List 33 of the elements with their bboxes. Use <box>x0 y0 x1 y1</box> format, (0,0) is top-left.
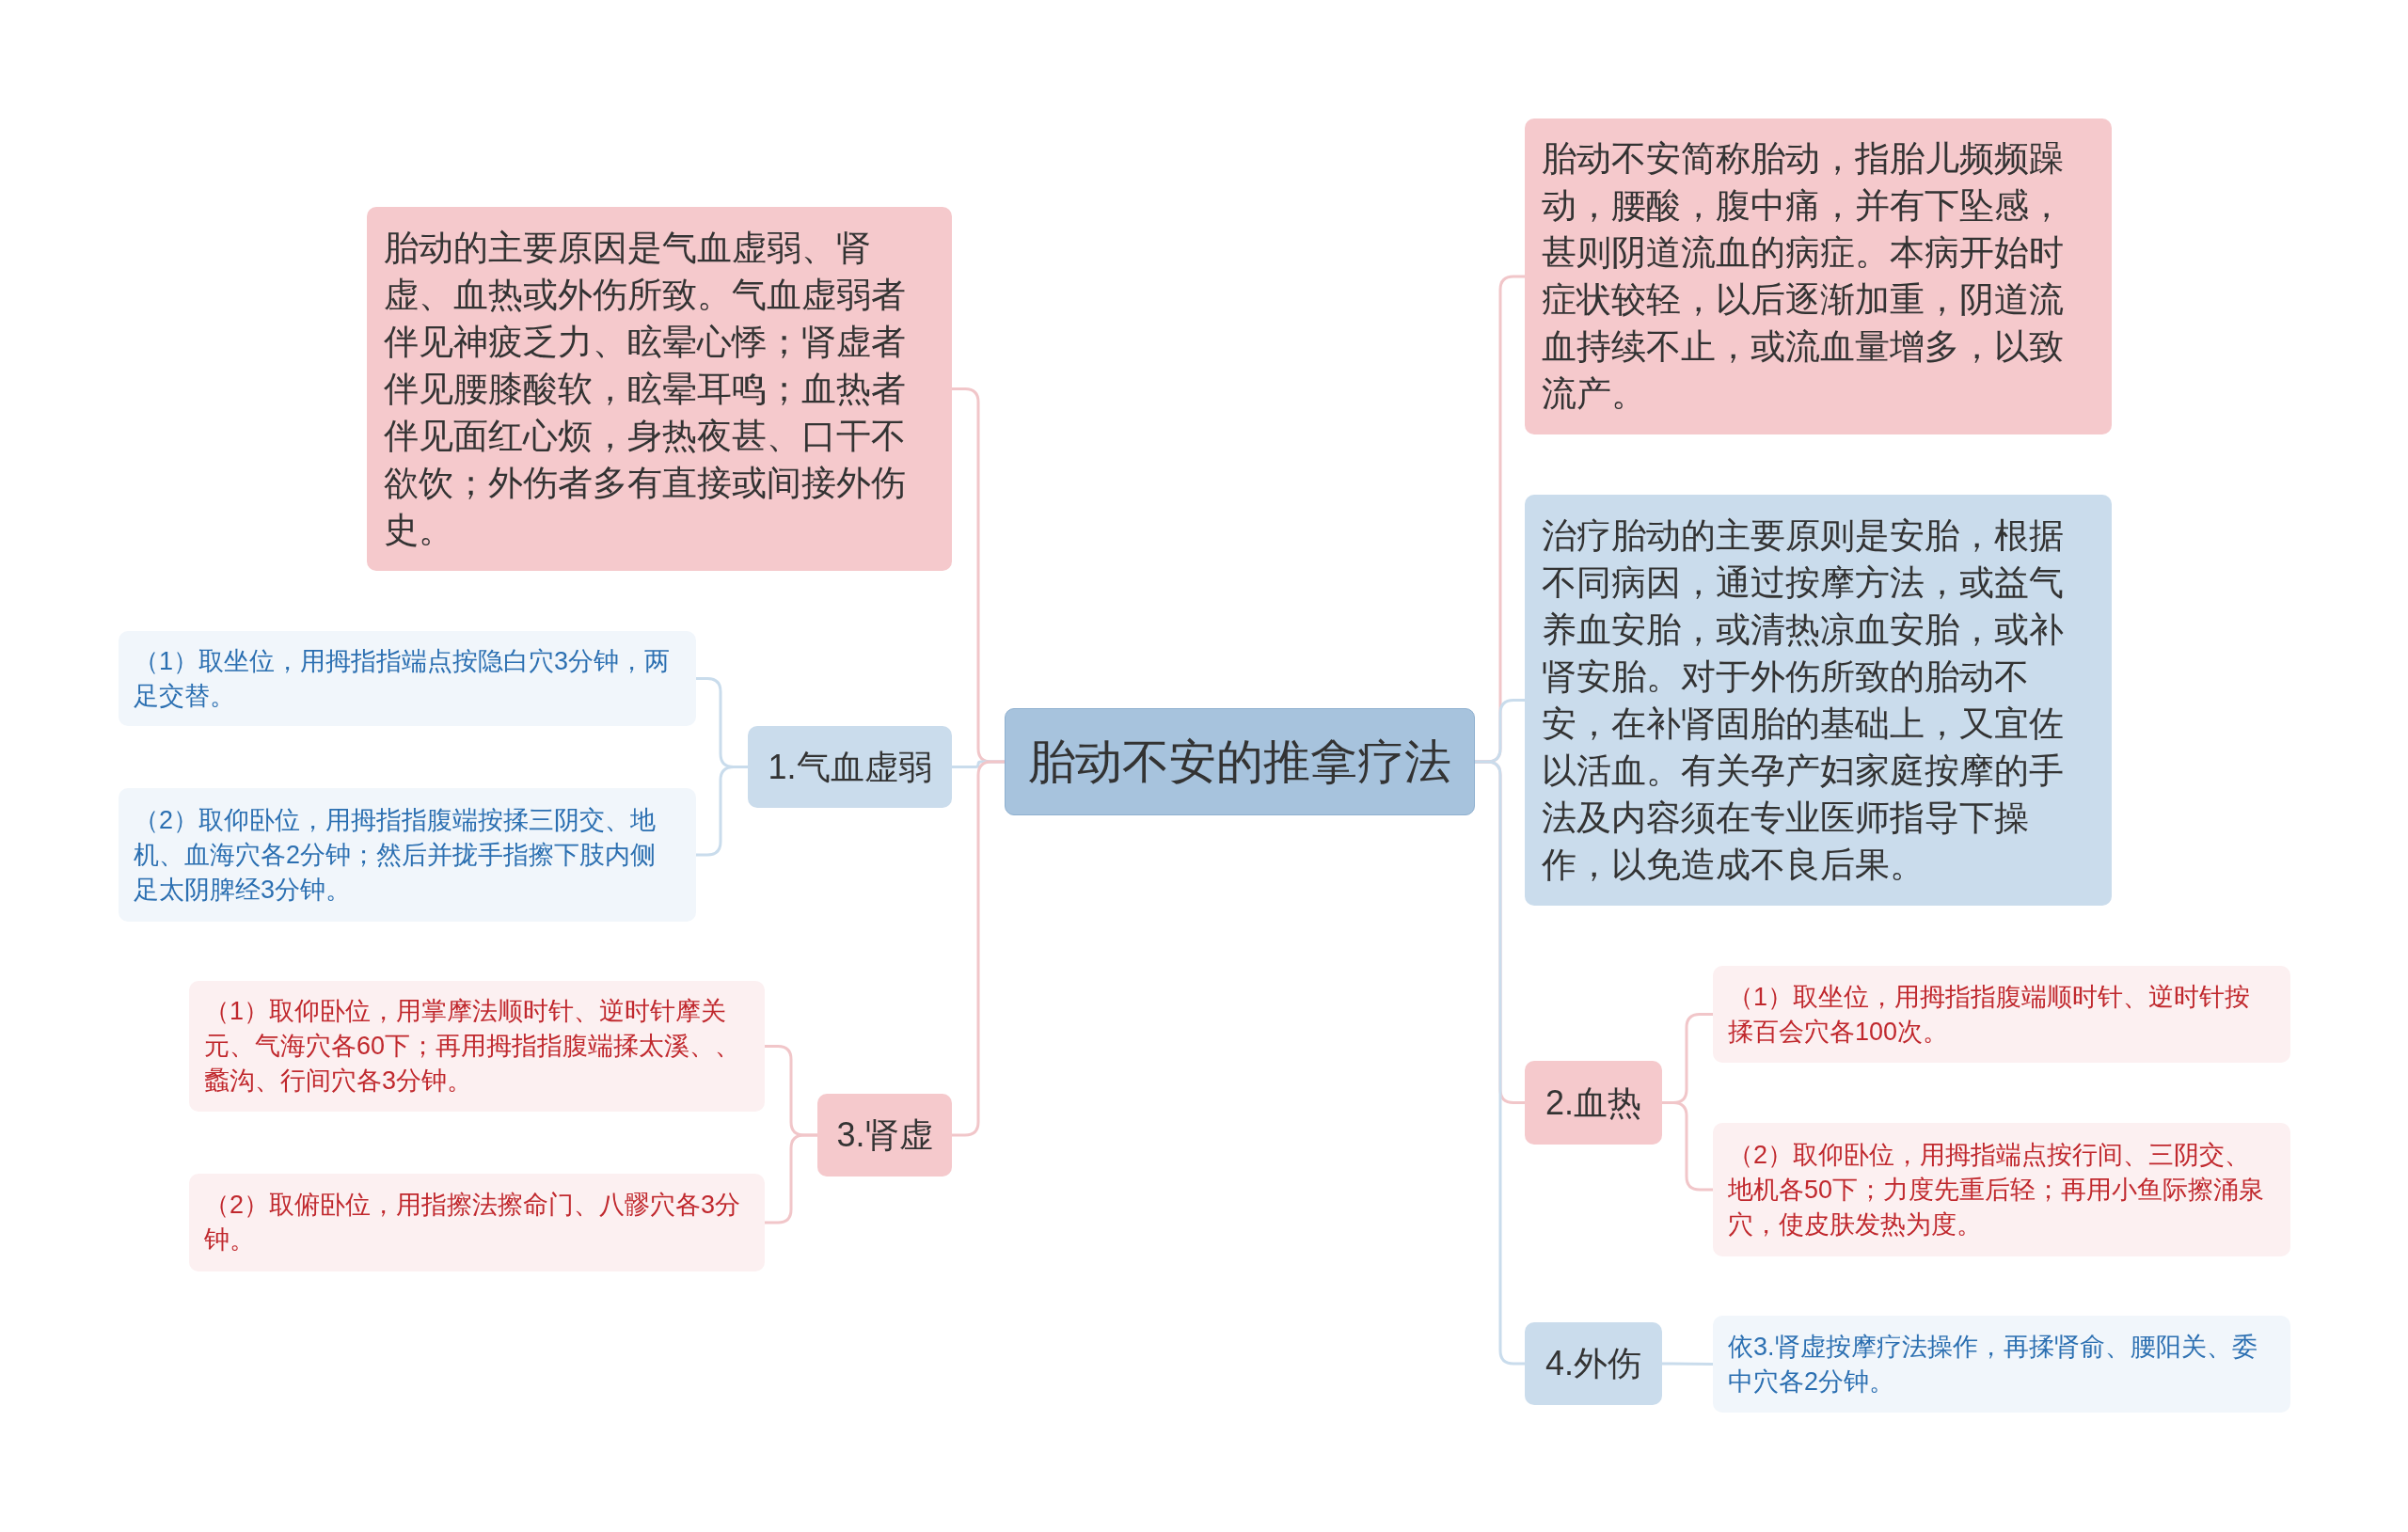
connector-line <box>696 766 748 857</box>
node-text: （2）取仰卧位，用拇指端点按行间、三阴交、地机各50下；力度先重后轻；再用小鱼际擦涌泉穴，使皮肤发热为度。 <box>1728 1139 2266 1240</box>
node-text: 2.血热 <box>1545 1082 1641 1124</box>
node-text: （2）取俯卧位，用指擦法擦命门、八髎穴各3分钟。 <box>204 1190 742 1256</box>
node-text: 3.肾虚 <box>836 1114 933 1156</box>
node-text: （1）取坐位，用拇指指腹端顺时针、逆时针按揉百会穴各100次。 <box>1728 981 2252 1048</box>
topic-box <box>1525 1322 1662 1405</box>
node-text: 1.气血虚弱 <box>768 746 932 788</box>
node-text: 治疗胎动的主要原则是安胎，根据不同病因，通过按摩方法，或益气养血安胎，或清热凉血安胎，或补肾安胎。对于外伤所致的胎动不安，在补肾固胎的基础上，又宜佐以活血。有关孕产妇家庭按摩的手法及内容须在专业医师指导下操作，以免造成不良后果。 <box>1542 514 2065 886</box>
detail-box <box>189 1174 765 1271</box>
topic-box <box>367 207 952 571</box>
topic-box <box>748 726 952 808</box>
detail-box <box>1713 966 2290 1063</box>
topic-box <box>1525 118 2112 434</box>
topic-box <box>1525 495 2112 906</box>
connector-line <box>1475 760 1525 1366</box>
topic-box <box>817 1094 952 1177</box>
node-text: 胎动的主要原因是气血虚弱、肾虚、血热或外伤所致。气血虚弱者伴见神疲乏力、眩晕心悸；肾虚者伴见腰膝酸软，眩晕耳鸣；血热者伴见面红心烦，身热夜甚、口干不欲饮；外伤者多有直接或间接外伤史。 <box>384 227 907 551</box>
node-text: （2）取仰卧位，用拇指指腹端按揉三阴交、地机、血海穴各2分钟；然后并拢手指擦下肢内侧足太阴脾经3分钟。 <box>134 804 657 906</box>
node-text: 依3.肾虚按摩疗法操作，再揉肾俞、腰阳关、委中穴各2分钟。 <box>1728 1331 2258 1398</box>
central-topic-box <box>1005 708 1475 815</box>
detail-box <box>1713 1123 2290 1256</box>
central-topic-text: 胎动不安的推拿疗法 <box>1028 734 1451 790</box>
detail-box <box>119 788 696 922</box>
node-text: （1）取坐位，用拇指指端点按隐白穴3分钟，两足交替。 <box>134 645 672 712</box>
detail-box <box>1713 1316 2290 1413</box>
node-text: （1）取仰卧位，用掌摩法顺时针、逆时针摩关元、气海穴各60下；再用拇指指腹端揉太溪、、蠡沟、行间穴各3分钟。 <box>204 996 742 1097</box>
node-text: 胎动不安简称胎动，指胎儿频频躁动，腰酸，腹中痛，并有下坠感，甚则阴道流血的病症。本病开始时症状较轻，以后逐渐加重，阴道流血持续不止，或流血量增多，以致流产。 <box>1542 138 2065 415</box>
connector-line <box>1662 1362 1713 1366</box>
topic-box <box>1525 1061 1662 1145</box>
detail-box <box>119 631 696 726</box>
detail-box <box>189 981 765 1112</box>
node-text: 4.外伤 <box>1545 1343 1641 1384</box>
